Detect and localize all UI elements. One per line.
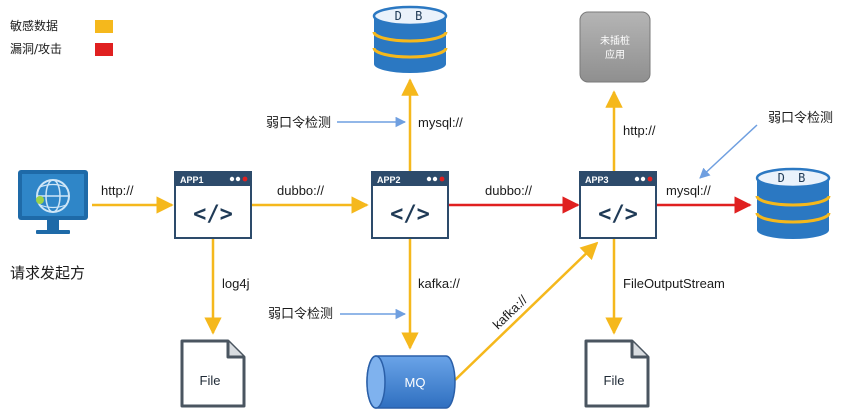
window-dot-icon xyxy=(242,176,248,182)
mq-node: MQ xyxy=(366,355,456,409)
edge-label-app3-file: FileOutputStream xyxy=(623,276,725,291)
db-top-label: D B xyxy=(395,9,426,23)
edge-label-app1-app2: dubbo:// xyxy=(277,183,324,198)
app3-title: APP3 xyxy=(585,175,609,185)
stub-app-node: 未插桩 应用 xyxy=(579,11,651,83)
app1-title: APP1 xyxy=(180,175,204,185)
db-right-label: D B xyxy=(778,171,809,185)
app1-node: APP1 </> xyxy=(174,171,252,239)
window-dot-icon xyxy=(640,176,646,182)
edge-label-app1-file: log4j xyxy=(222,276,250,291)
window-dot-icon xyxy=(634,176,640,182)
mq-label: MQ xyxy=(405,375,426,390)
db-top-node: D B xyxy=(372,5,448,73)
app2-title: APP2 xyxy=(377,175,401,185)
edge-label-app3-db: mysql:// xyxy=(666,183,711,198)
db-right-node: D B xyxy=(755,167,831,239)
requester-label: 请求发起方 xyxy=(10,264,85,282)
window-dot-icon xyxy=(235,176,241,182)
file-left-node: File xyxy=(180,339,246,408)
file-right-label: File xyxy=(604,373,625,388)
window-dot-icon xyxy=(426,176,432,182)
edge-label-app2-db: mysql:// xyxy=(418,115,463,130)
legend-attack-swatch xyxy=(95,43,113,56)
stub-app-line2: 应用 xyxy=(605,48,625,61)
file-left-label: File xyxy=(200,373,221,388)
database-icon xyxy=(755,167,831,239)
window-dot-icon xyxy=(647,176,653,182)
file-right-node: File xyxy=(584,339,650,408)
edge-label-app2-mq: kafka:// xyxy=(418,276,460,291)
stub-app-line1: 未插桩 xyxy=(600,34,630,47)
legend-sensitive-swatch xyxy=(95,20,113,33)
edge-mq-app3 xyxy=(454,241,599,381)
window-dot-icon xyxy=(432,176,438,182)
code-icon: </> xyxy=(193,202,233,227)
file-icon xyxy=(584,339,650,408)
edge-label-app3-stub: http:// xyxy=(623,123,656,138)
code-icon: </> xyxy=(598,202,638,227)
legend-attack-label: 漏洞/攻击 xyxy=(10,42,62,56)
legend: 敏感数据 漏洞/攻击 xyxy=(10,18,113,56)
database-icon xyxy=(372,5,448,73)
requester-node: 请求发起方 xyxy=(10,170,88,282)
legend-sensitive-label: 敏感数据 xyxy=(10,18,58,33)
monitor-globe-icon xyxy=(18,170,88,234)
edge-label-app2-app3: dubbo:// xyxy=(485,183,532,198)
weak-pw-arrow-right xyxy=(699,124,758,179)
code-icon: </> xyxy=(390,202,430,227)
window-dot-icon xyxy=(439,176,445,182)
app2-node: APP2 </> xyxy=(371,171,449,239)
edge-label-req-app1: http:// xyxy=(101,183,134,198)
weak-pw-label-right: 弱口令检测 xyxy=(768,111,833,126)
app3-node: APP3 </> xyxy=(579,171,657,239)
window-dot-icon xyxy=(229,176,235,182)
weak-pw-label-top: 弱口令检测 xyxy=(266,116,331,131)
queue-cylinder-icon xyxy=(366,355,456,409)
weak-pw-label-bottom: 弱口令检测 xyxy=(268,307,333,322)
file-icon xyxy=(180,339,246,408)
